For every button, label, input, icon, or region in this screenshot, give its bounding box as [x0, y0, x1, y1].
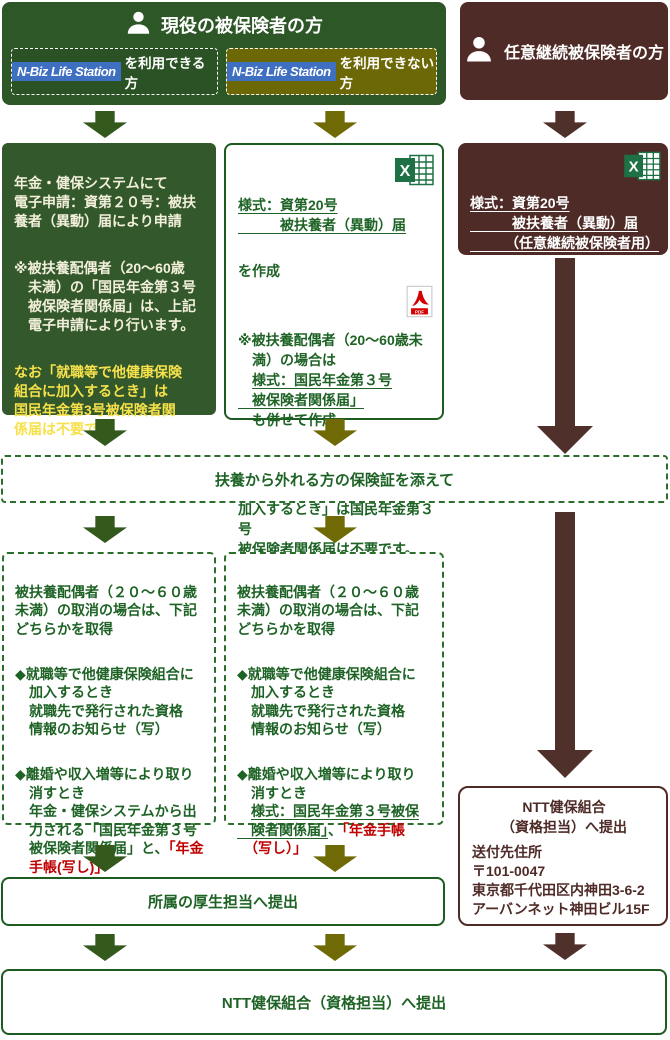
- down-arrow-green: [83, 111, 127, 138]
- person-icon: [464, 34, 494, 69]
- spouse-note-head: ※被扶養配偶者（20〜60歳未 満）の場合は: [238, 332, 423, 368]
- svg-text:PDF: PDF: [415, 309, 424, 314]
- cancel-bullet-divorce: ◆離婚や収入増等により取り 消すとき 年金・健保システムから出 力される「国民年…: [15, 765, 206, 876]
- cancel-bullet-divorce-text: ◆離婚や収入増等により取り 消すとき 年金・健保システムから出 力される「国民年…: [15, 766, 197, 856]
- nbiz-life-station-logo: N-Biz Life Station: [227, 62, 336, 81]
- form20-link[interactable]: 様式：資第20号 被扶養者（異動）届: [238, 197, 406, 233]
- submit-dept-label: 所属の厚生担当へ提出: [147, 894, 298, 911]
- pension-book-red-text: 「年金 手帳(写し)」: [28, 840, 204, 875]
- down-arrow-maroon: [543, 111, 587, 138]
- ntt-address: 送付先住所 〒101-0047 東京都千代田区内神田3-6-2 アーバンネット神…: [472, 844, 650, 917]
- cancel-intro: 被扶養配偶者（２０〜６０歳 未満）の取消の場合は、下記 どちらかを取得: [237, 583, 419, 637]
- create-label: を作成: [238, 263, 280, 279]
- cancel-bullet-divorce-head: ◆離婚や収入増等により取り 消すとき: [237, 766, 416, 801]
- down-arrow-olive: [313, 111, 357, 138]
- nbiz-available-box: N-Biz Life Station を利用できる方: [11, 48, 218, 95]
- nbiz-unavailable-label: を利用できない方: [339, 55, 435, 91]
- down-arrow-olive: [313, 934, 357, 961]
- long-down-arrow-maroon: [555, 512, 575, 752]
- nbiz-unavailable-box: N-Biz Life Station を利用できない方: [226, 48, 437, 95]
- nbiz-life-station-logo: N-Biz Life Station: [12, 62, 121, 81]
- long-down-arrow-maroon: [555, 258, 575, 428]
- eapply-caution: なお「就職等で他健康保険 組合に加入するとき」は 国民年金第3号被保険者関 係届…: [14, 364, 182, 437]
- step2-cancel-box-left: 被扶養配偶者（２０〜６０歳 未満）の取消の場合は、下記 どちらかを取得 ◆就職等…: [2, 552, 216, 875]
- step1-eapply-box: 年金・健保システムにて 電子申請：資第２０号：被扶 養者（異動）届により申請 ※…: [2, 143, 216, 437]
- cancel-intro: 被扶養配偶者（２０〜６０歳 未満）の取消の場合は、下記 どちらかを取得: [15, 583, 197, 637]
- down-arrow-green: [83, 516, 127, 543]
- header-active-title: 現役の被保険者の方: [161, 16, 323, 36]
- kokumin-nenkin-form-link[interactable]: 様式：国民年金第３号被保 険者関係届」: [250, 803, 419, 838]
- cancel-bullet-employment: ◆就職等で他健康保険組合に 加入するとき 就職先で発行された資格 情報のお知らせ…: [237, 665, 416, 738]
- submit-welfare-dept-box: 所属の厚生担当へ提出: [1, 877, 445, 926]
- svg-text:X: X: [629, 159, 639, 176]
- form20-line: 様式：資第20号 被扶養者（異動）届: [238, 195, 434, 235]
- long-down-arrow-maroon-head: [537, 426, 593, 454]
- header-active-insured: 現役の被保険者の方 N-Biz Life Station を利用できる方 N-B…: [2, 2, 446, 105]
- step2-cancel-box-mid: 被扶養配偶者（２０〜６０歳 未満）の取消の場合は、下記 どちらかを取得 ◆就職等…: [224, 552, 444, 856]
- spouse-note-tail: も併せて作成: [251, 412, 336, 428]
- header-voluntary-insured: 任意継続被保険者の方: [460, 2, 668, 100]
- nbiz-available-label: を利用できる方: [124, 55, 206, 91]
- submit-final-label: NTT健保組合（資格担当）へ提出: [221, 994, 447, 1012]
- create-label: を作成: [470, 281, 512, 297]
- person-icon: [125, 9, 152, 41]
- band-label: 扶養から外れる方の保険証を添えて: [214, 471, 455, 489]
- submit-ntt-kenpo-box: NTT健保組合（資格担当）へ提出: [1, 969, 667, 1035]
- pdf-file-icon[interactable]: PDF: [406, 285, 433, 323]
- insurance-card-band: 扶養から外れる方の保険証を添えて: [1, 455, 668, 503]
- step1-form-box: X 様式：資第20号 被扶養者（異動）届 を作成 PDF ※被扶養配偶者（20〜…: [224, 143, 444, 557]
- cancel-bullet-employment: ◆就職等で他健康保険組合に 加入するとき 就職先で発行された資格 情報のお知らせ…: [15, 665, 194, 738]
- svg-text:X: X: [400, 163, 411, 180]
- ntt-submit-address-box: NTT健保組合 （資格担当）へ提出 送付先住所 〒101-0047 東京都千代田…: [458, 786, 668, 926]
- kokumin-nenkin-form-link[interactable]: 様式：国民年金第３号 被保険者関係届」: [251, 372, 392, 408]
- separator: 、: [328, 821, 342, 838]
- spouse-note: ※被扶養配偶者（20〜60歳未 満）の場合は 様式：国民年金第３号 被保険者関係…: [238, 330, 434, 430]
- voluntary-form-line: 様式：資第20号 被扶養者（異動）届 （任意継続被保険者用）: [470, 193, 660, 253]
- cancel-bullet-divorce: ◆離婚や収入増等により取り 消すとき 様式：国民年金第３号被保 険者関係届」、「…: [237, 765, 434, 858]
- ntt-submit-title: NTT健保組合 （資格担当）へ提出: [501, 799, 627, 835]
- excel-file-icon[interactable]: X: [624, 151, 662, 186]
- long-down-arrow-maroon-head: [537, 750, 593, 778]
- down-arrow-green: [83, 934, 127, 961]
- down-arrow-maroon: [543, 933, 587, 960]
- eapply-text: 年金・健保システムにて 電子申請：資第２０号：被扶 養者（異動）届により申請: [14, 175, 196, 229]
- eapply-note: ※被扶養配偶者（20〜60歳 未満）の「国民年金第３号 被保険者関係届」は、上記…: [14, 260, 196, 333]
- header-voluntary-title: 任意継続被保険者の方: [503, 45, 664, 62]
- excel-file-icon[interactable]: X: [395, 154, 435, 191]
- step1-voluntary-form-box: X 様式：資第20号 被扶養者（異動）届 （任意継続被保険者用） を作成: [458, 143, 668, 297]
- voluntary-form20-link[interactable]: 様式：資第20号 被扶養者（異動）届 （任意継続被保険者用）: [470, 195, 659, 251]
- pension-book-red-text: 「年金手帳 （写し）」: [250, 821, 405, 857]
